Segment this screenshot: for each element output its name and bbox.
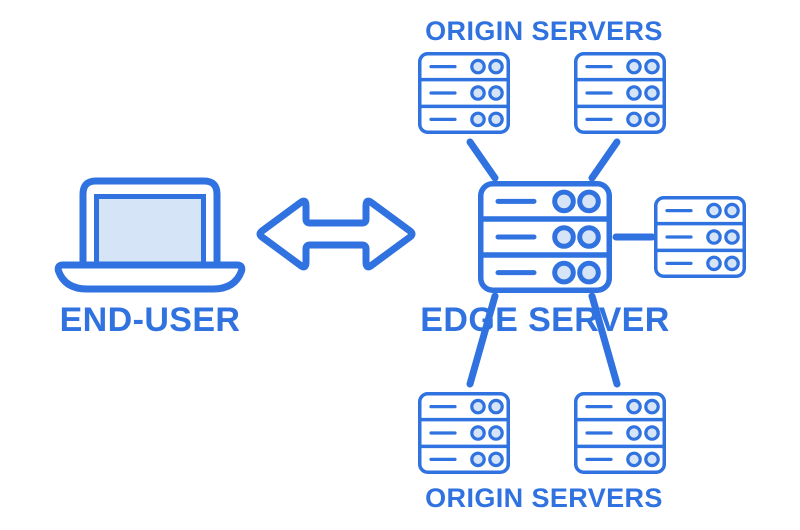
connector-edge-to-top-right	[588, 138, 621, 182]
label-edge-server: EDGE SERVER	[420, 301, 669, 339]
laptop-base-icon	[54, 261, 246, 293]
end-user-laptop	[54, 177, 246, 293]
server-rack-icon	[418, 52, 510, 134]
server-rack-icon	[481, 184, 610, 291]
connection-lines	[466, 138, 656, 388]
origin-server-top-left	[418, 52, 510, 134]
server-rack-icon	[574, 392, 666, 474]
label-origin-servers-bottom: ORIGIN SERVERS	[425, 483, 663, 513]
server-rack-icon	[654, 196, 746, 278]
edge-server-node	[481, 184, 610, 291]
origin-server-right	[654, 196, 746, 278]
server-rack-icon	[418, 392, 510, 474]
label-origin-servers-top: ORIGIN SERVERS	[425, 16, 663, 46]
laptop-screen-icon	[94, 194, 206, 268]
bidirectional-arrow-icon	[256, 197, 416, 271]
origin-server-top-right	[574, 52, 666, 134]
origin-server-bottom-right	[574, 392, 666, 474]
origin-server-bottom-left	[418, 392, 510, 474]
connector-edge-to-top-left	[466, 138, 499, 182]
label-end-user: END-USER	[60, 301, 241, 339]
server-rack-icon	[574, 52, 666, 134]
connector-edge-to-bottom-right	[588, 292, 621, 388]
connector-edge-to-bottom-left	[466, 292, 499, 388]
